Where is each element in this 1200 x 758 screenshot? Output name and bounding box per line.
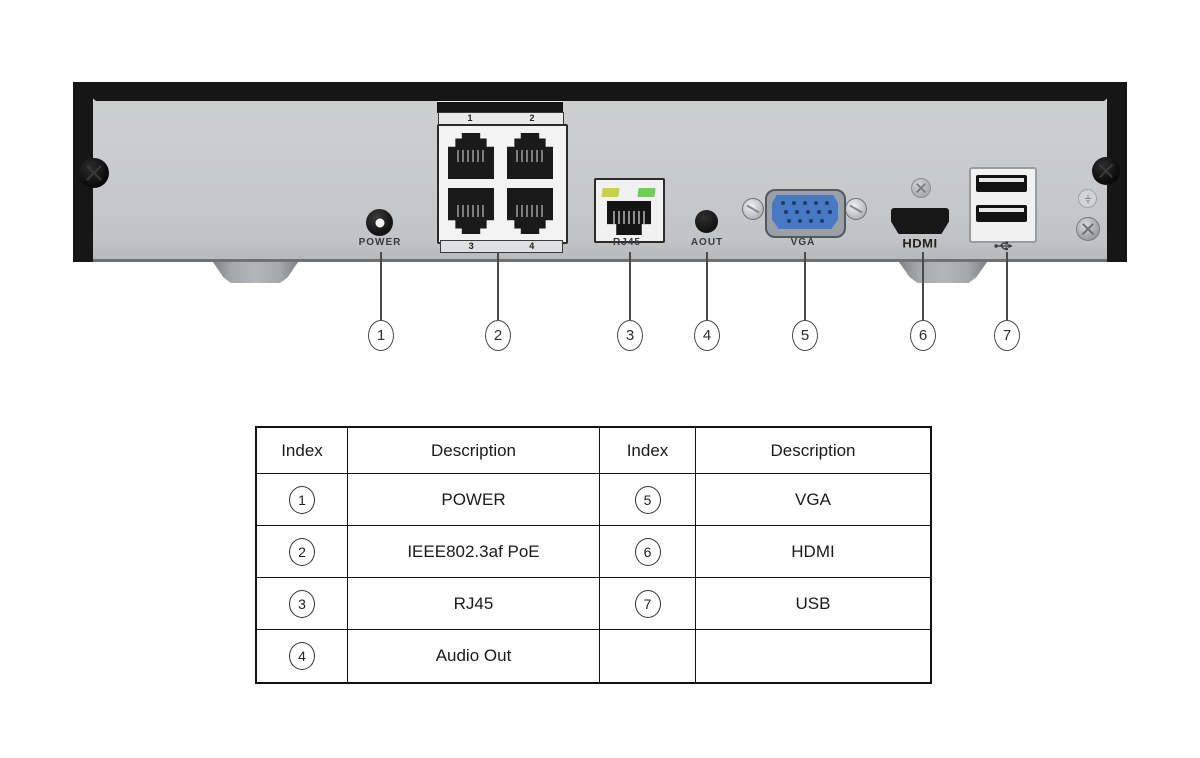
index-badge: 4 [289,642,315,670]
rj45-pins [457,205,485,217]
callout-4: 4 [694,320,720,351]
rj45-port [594,178,665,243]
rj45-pins [516,205,544,217]
rj45-pins [613,211,645,224]
poe-port-number: 2 [529,113,535,123]
rj45-pins [516,150,544,162]
philips-screw-icon [79,158,109,188]
table-index-cell: 2 [257,526,348,578]
index-badge: 2 [289,537,315,566]
usb-port-block [969,167,1037,243]
callout-7: 7 [994,320,1020,351]
table-index-cell: 5 [600,474,696,526]
callout-line-1 [380,252,382,320]
table-desc-cell-empty [696,630,930,682]
poe-port-jack [507,188,553,234]
device-foot-right [899,262,987,283]
audio-out-jack [695,210,718,233]
callout-2: 2 [485,320,511,351]
table-header-index-left: Index [257,428,348,474]
index-badge: 3 [289,589,315,618]
power-jack [366,209,393,236]
rj45-jack [607,201,651,235]
table-header-description-right: Description [696,428,930,474]
rj45-led-yellow [601,188,620,197]
philips-screw-icon [911,178,931,198]
device-foot-left [213,262,298,283]
index-badge: 5 [634,485,661,514]
table-desc-cell: VGA [696,474,930,526]
rj45-led-green [637,188,656,197]
vga-pin-holes [781,201,785,205]
poe-port-jack [448,133,494,179]
usb-tongue [979,208,1024,212]
table-desc-cell: Audio Out [348,630,600,682]
table-index-cell: 7 [600,578,696,630]
philips-screw-icon [1092,157,1120,185]
hdmi-label: HDMI [902,236,938,251]
poe-port-jack [507,133,553,179]
rj45-label: RJ45 [613,237,641,248]
callout-1: 1 [368,320,394,351]
aout-label: AOUT [690,237,724,248]
callout-line-4 [706,252,708,320]
table-index-cell: 6 [600,526,696,578]
usb-tongue [979,178,1024,182]
poe-port-number: 1 [467,113,473,123]
table-index-cell: 3 [257,578,348,630]
table-desc-cell: USB [696,578,930,630]
callout-line-5 [804,252,806,320]
table-desc-cell: RJ45 [348,578,600,630]
vga-port [765,189,846,238]
poe-port-jack [448,188,494,234]
poe-port-block [437,124,568,244]
poe-port-number: 3 [468,241,474,251]
power-label: POWER [358,237,402,248]
callout-3: 3 [617,320,643,351]
port-description-table: Index Description Index Description 1 PO… [255,426,932,684]
table-index-cell: 4 [257,630,348,682]
callout-5: 5 [792,320,818,351]
callout-line-2 [497,252,499,320]
table-desc-cell: POWER [348,474,600,526]
usb-port [976,205,1027,222]
vga-screw-icon [742,198,764,220]
ground-symbol [1084,194,1091,203]
callout-6: 6 [910,320,936,351]
callout-line-3 [629,252,631,320]
usb-icon [994,241,1013,251]
vga-connector [772,195,838,229]
callout-line-7 [1006,252,1008,320]
poe-number-strip-bottom: 3 4 [440,240,563,253]
chassis-top-edge [73,82,1127,101]
philips-screw-icon [1076,217,1100,241]
ground-icon [1078,189,1097,208]
poe-port-number: 4 [529,241,535,251]
vga-label: VGA [790,237,816,248]
table-index-cell: 1 [257,474,348,526]
hdmi-port [891,208,949,234]
table-header-index-right: Index [600,428,696,474]
table-header-description-left: Description [348,428,600,474]
rj45-pins [457,150,485,162]
usb-port [976,175,1027,192]
table-desc-cell: IEEE802.3af PoE [348,526,600,578]
index-badge: 1 [289,485,315,514]
index-badge: 6 [634,537,661,566]
table-index-cell-empty [600,630,696,682]
callout-line-6 [922,252,924,320]
poe-top-black-strip [437,101,563,113]
index-badge: 7 [634,589,661,618]
table-desc-cell: HDMI [696,526,930,578]
vga-screw-icon [845,198,867,220]
